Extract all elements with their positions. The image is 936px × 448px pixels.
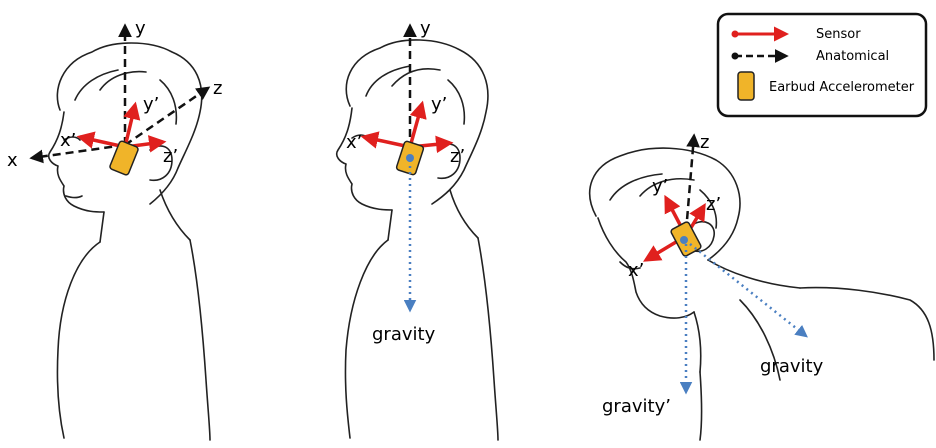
sensor-y-axis-2 [408,100,427,148]
head-sketch-2 [335,39,499,441]
sensor-x-axis-1 [76,131,126,149]
panel-1: y x z x’ y’ z’ [7,18,222,441]
legend-anatomical-label: Anatomical [816,49,889,64]
panel-2: y x’ y’ z’ gravity [335,18,499,441]
gravity-arrow-3 [689,243,808,338]
earbud-icon [109,140,139,176]
anatomical-y-label-2: y [420,18,431,39]
sensor-x-axis-2 [360,131,411,149]
sensor-z-label-2: z’ [450,146,465,167]
anatomical-y-label-1: y [135,18,146,39]
legend: Sensor Anatomical Earbud Accelerometer [716,12,928,118]
sensor-y-label-2: y’ [431,94,447,115]
sensor-y-label-1: y’ [143,94,159,115]
legend-box [716,12,928,118]
sensor-x-label-1: x’ [60,130,76,151]
head-sketch-1 [47,42,211,441]
gravity-sensor-label-3: gravity’ [602,396,671,417]
panel-3: z y’ z’ x’ gravity’ gravity [588,132,935,441]
dot-icon [680,236,688,244]
sensor-x-label-2: x’ [346,132,362,153]
sensor-z-label-1: z’ [163,146,178,167]
anatomical-z-axis-1 [124,86,211,147]
legend-earbud-icon [737,71,755,101]
sensor-y-axis-1 [123,101,141,148]
anatomical-z-label-1: z [213,78,222,99]
anatomical-x-label-1: x [7,150,18,171]
anatomical-x-axis-1 [29,143,126,164]
dot-icon [406,154,414,162]
sensor-z-label-3: z’ [706,194,721,215]
gravity-label-2: gravity [372,324,436,345]
gravity-label-3: gravity [760,356,824,377]
anatomical-z-label-3: z [700,132,709,153]
anatomical-z-axis-3 [684,133,700,233]
legend-sensor-label: Sensor [816,27,861,42]
head-sketch-3 [588,147,935,441]
legend-earbud-label: Earbud Accelerometer [769,80,915,95]
sensor-y-label-3: y’ [652,176,668,197]
sensor-x-label-3: x’ [628,260,644,281]
